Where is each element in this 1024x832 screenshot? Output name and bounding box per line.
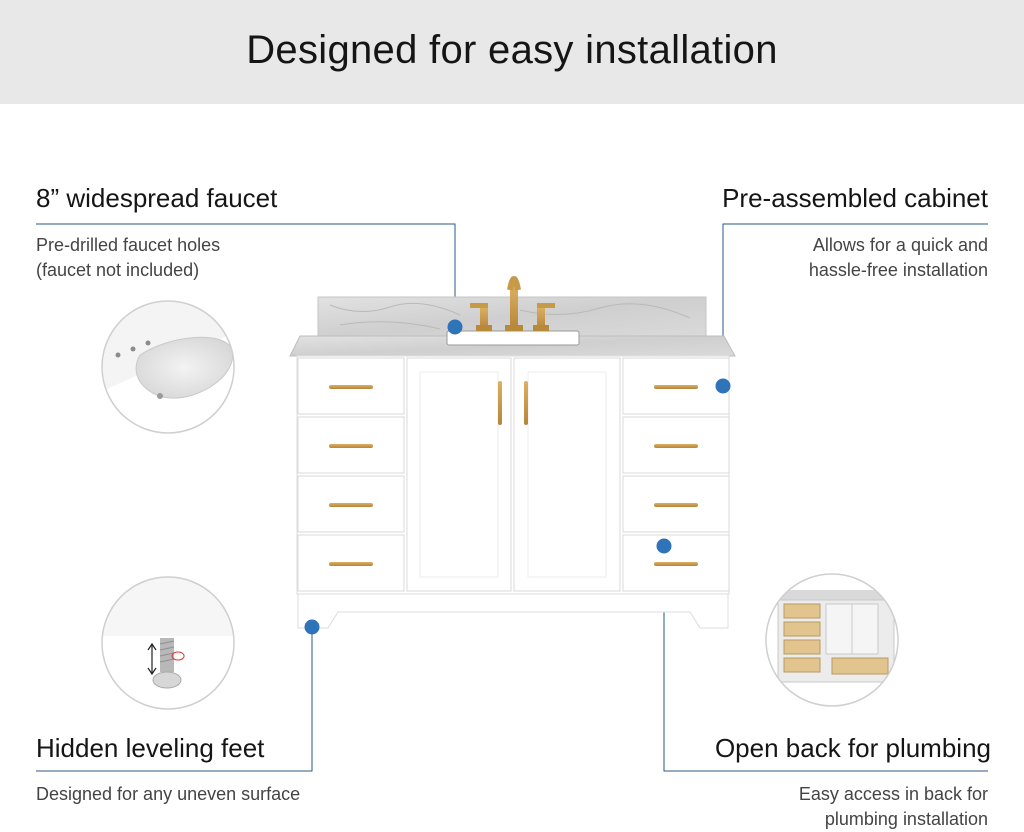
feet-callout-line xyxy=(36,628,313,772)
faucet-description: Pre-drilled faucet holes (faucet not inc… xyxy=(36,233,220,283)
cabinet-marker xyxy=(715,378,731,394)
right-drawers xyxy=(622,357,730,592)
right-door xyxy=(513,357,621,592)
cabinet-description-line-2: hassle-free installation xyxy=(808,260,988,280)
feet-description-line-1: Designed for any uneven surface xyxy=(36,784,301,804)
countertop xyxy=(289,335,736,357)
vanity xyxy=(289,276,736,629)
cabinet-heading: Pre-assembled cabinet xyxy=(722,183,988,213)
callout-lines xyxy=(36,223,988,772)
back-heading: Open back for plumbing xyxy=(714,733,991,763)
leveling-foot-detail-image xyxy=(101,576,235,710)
faucet-description-line-2: (faucet not included) xyxy=(36,260,200,280)
cabinet-description: Allows for a quick and hassle-free insta… xyxy=(809,233,988,283)
feet-description: Designed for any uneven surface xyxy=(36,782,300,807)
cabinet-callout-line xyxy=(722,223,988,384)
open-back-detail-image xyxy=(765,573,899,707)
page-title: Designed for easy installation xyxy=(246,28,778,72)
faucet-callout-line xyxy=(36,223,456,326)
back-description-line-1: Easy access in back for xyxy=(798,784,988,804)
faucet-marker xyxy=(447,319,463,335)
sink-opening xyxy=(446,330,580,346)
drawer-handles xyxy=(329,381,698,566)
back-marker xyxy=(656,538,672,554)
sink-detail-image xyxy=(101,300,235,434)
left-door xyxy=(406,357,512,592)
back-description: Easy access in back for plumbing install… xyxy=(799,782,988,832)
cabinet-description-line-1: Allows for a quick and xyxy=(812,235,988,255)
header-banner: Designed for easy installation xyxy=(0,0,1024,104)
feet-heading: Hidden leveling feet xyxy=(36,733,265,763)
faucet-description-line-1: Pre-drilled faucet holes xyxy=(36,235,221,255)
feet-marker xyxy=(304,619,320,635)
faucet-heading: 8” widespread faucet xyxy=(36,183,278,213)
back-description-line-2: plumbing installation xyxy=(824,809,988,829)
back-callout-line xyxy=(663,546,988,772)
cabinet-doors xyxy=(406,357,621,592)
callout-markers xyxy=(304,319,731,635)
faucet xyxy=(470,276,555,331)
